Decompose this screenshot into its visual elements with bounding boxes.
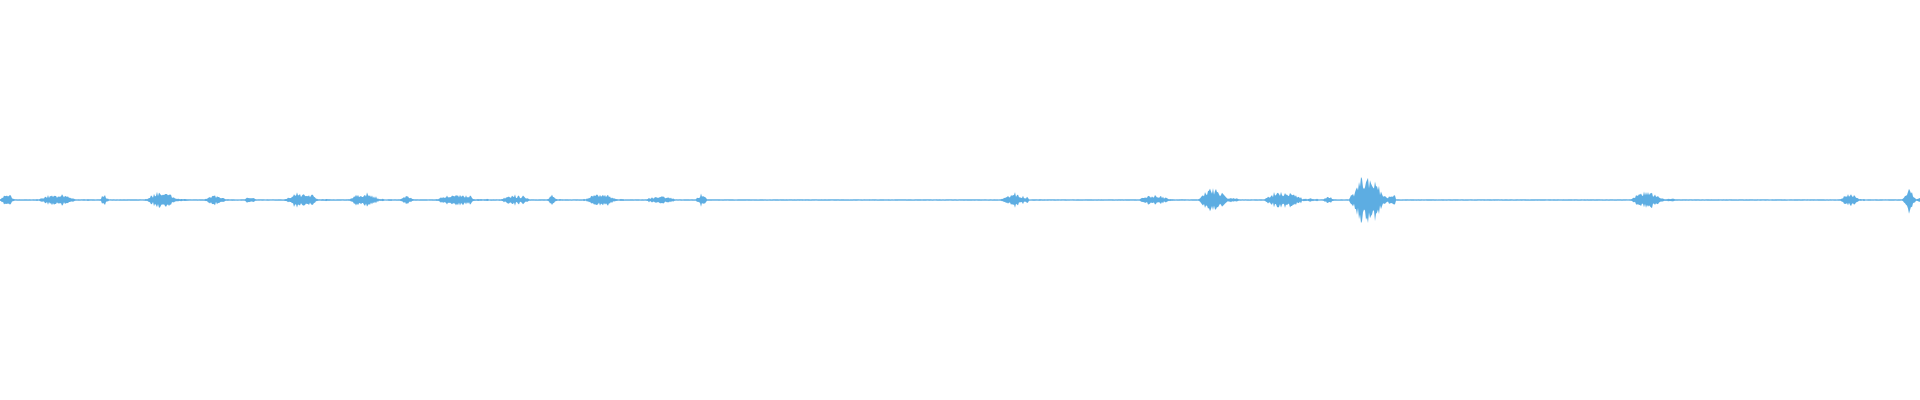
waveform-path <box>0 176 1920 224</box>
